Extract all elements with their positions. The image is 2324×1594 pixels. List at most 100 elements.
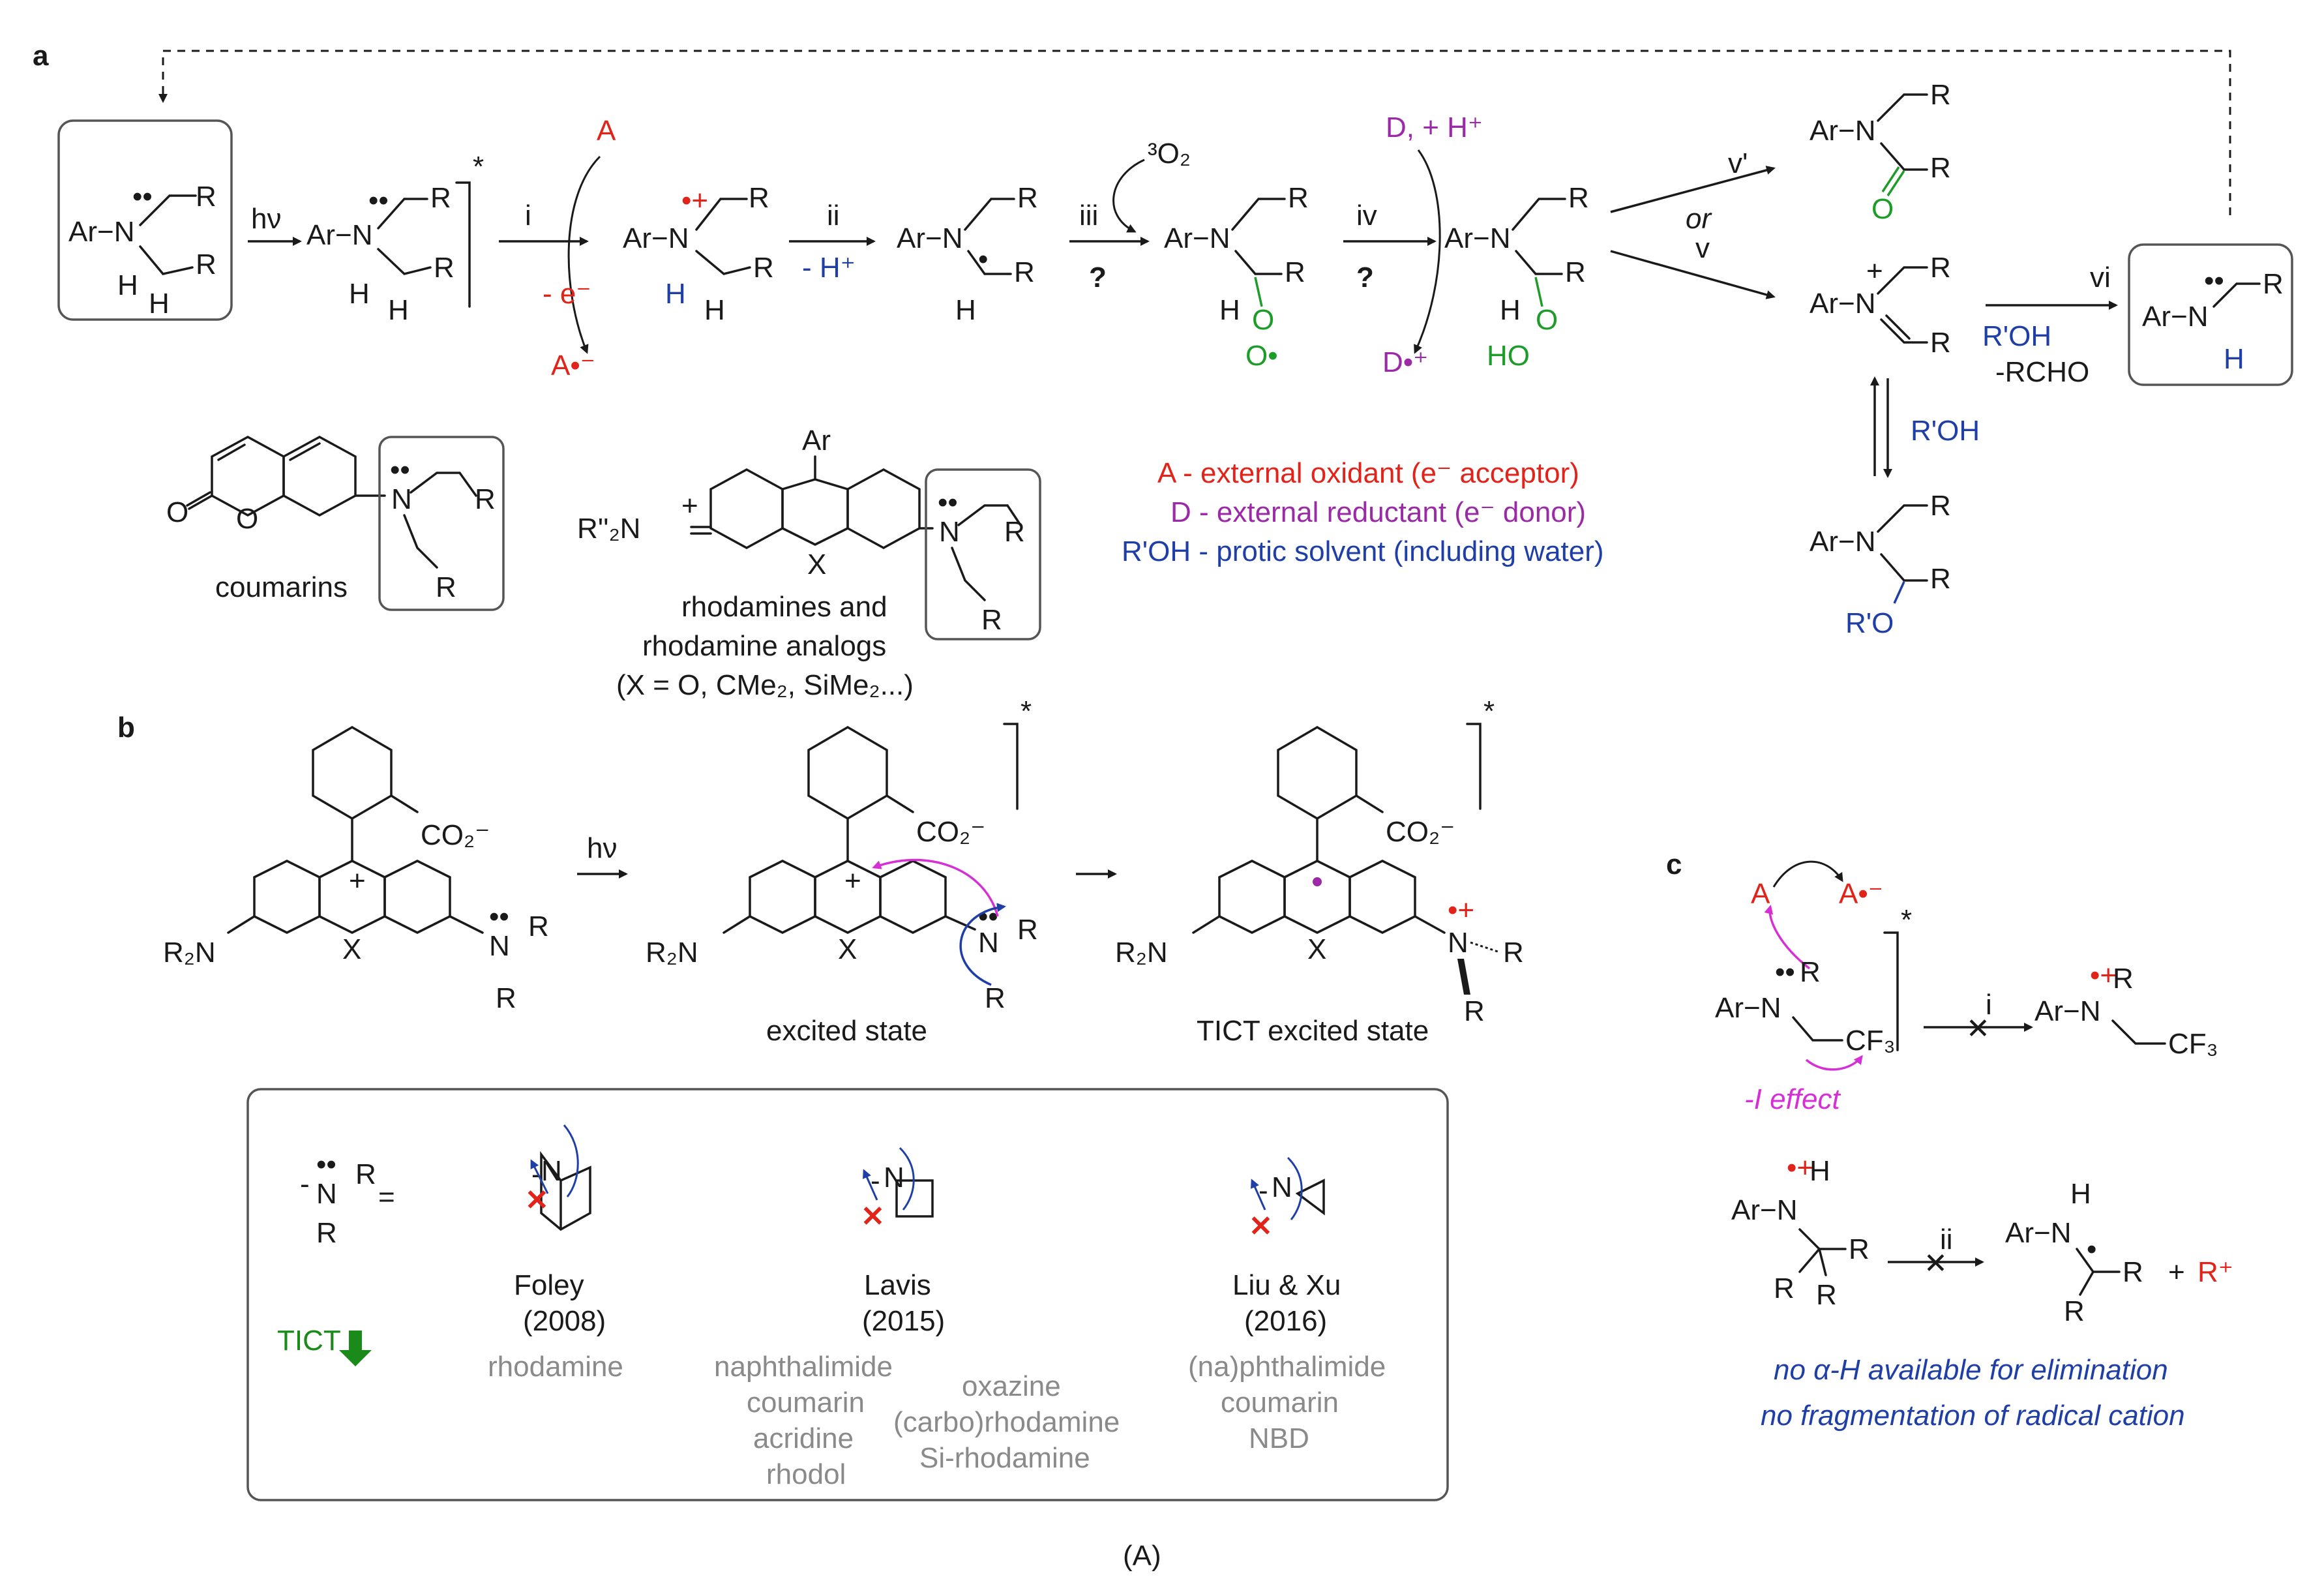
alpha-amino-radical-structure: Ar−N R • R H: [897, 182, 1038, 326]
step-v: v: [1695, 232, 1710, 264]
svg-text:coumarin: coumarin: [747, 1387, 865, 1419]
svg-text:R: R: [985, 982, 1006, 1014]
svg-text:N: N: [1272, 1171, 1292, 1203]
svg-text:H: H: [1810, 1155, 1830, 1187]
svg-text:R: R: [1017, 914, 1038, 946]
liu-xu-group: N - ✕ Liu & Xu (2016) (na)phthalimide co…: [1188, 1156, 1386, 1454]
svg-text:Ar−N: Ar−N: [897, 222, 962, 254]
svg-text:CO₂⁻: CO₂⁻: [916, 816, 985, 848]
svg-text:R: R: [1017, 182, 1038, 214]
svg-text:N: N: [316, 1178, 337, 1210]
step-iv: iv: [1356, 200, 1377, 232]
svg-text:R: R: [2113, 963, 2134, 995]
svg-text:R: R: [1930, 563, 1951, 595]
svg-text:H: H: [1219, 294, 1240, 326]
curved-arrow-reductant: [1414, 149, 1441, 354]
svg-text:R: R: [196, 181, 216, 213]
svg-text:O: O: [1252, 304, 1274, 336]
svg-text:R: R: [1014, 256, 1035, 288]
svg-text:R: R: [1816, 1279, 1837, 1311]
product-amine-box: [2128, 243, 2293, 386]
svg-text:HO: HO: [1487, 340, 1530, 372]
question-mark-iv: ?: [1356, 262, 1374, 293]
svg-text:••: ••: [1775, 956, 1795, 988]
svg-text:H: H: [704, 294, 725, 326]
svg-text:R: R: [1930, 490, 1951, 522]
svg-text:rhodamine: rhodamine: [488, 1351, 623, 1383]
svg-text:Ar−N: Ar−N: [2034, 995, 2100, 1027]
tict-suppression-box: [246, 1088, 1449, 1501]
rhodamine-tict-state: CO₂⁻ X R₂N N •+ R R * TICT excited state: [1115, 695, 1524, 1047]
svg-text:A•⁻: A•⁻: [1839, 878, 1883, 910]
svg-text:*: *: [1901, 904, 1912, 936]
radical-cation-structure: Ar−N •+ R R H H: [623, 182, 774, 326]
svg-text:R: R: [1285, 256, 1305, 288]
svg-text:H: H: [1500, 294, 1521, 326]
svg-text:naphthalimide: naphthalimide: [714, 1351, 893, 1383]
svg-text:N: N: [489, 930, 510, 962]
svg-text:O: O: [236, 503, 258, 535]
svg-text:R: R: [1503, 937, 1524, 969]
svg-text:H: H: [149, 288, 170, 320]
svg-text:✕: ✕: [1924, 1248, 1948, 1280]
svg-text:N: N: [939, 516, 960, 548]
svg-text:X: X: [807, 549, 826, 580]
svg-text:R: R: [2123, 1256, 2143, 1288]
hv-label-a: hν: [251, 203, 281, 235]
svg-text:O•: O•: [1245, 340, 1278, 372]
svg-text:R⁺: R⁺: [2197, 1256, 2233, 1288]
down-arrow-icon: [339, 1331, 372, 1366]
iminium-structure: Ar−N + R R: [1810, 252, 1951, 359]
svg-text:Lavis: Lavis: [864, 1269, 931, 1301]
svg-text:R: R: [1849, 1233, 1870, 1265]
svg-text:✕: ✕: [1249, 1211, 1273, 1242]
svg-text:+: +: [681, 490, 698, 522]
step-ii: ii: [827, 200, 840, 232]
svg-text:Ar−N: Ar−N: [1715, 992, 1781, 1024]
svg-text:-I effect: -I effect: [1744, 1083, 1841, 1115]
svg-text:N: N: [1448, 927, 1468, 959]
note-no-fragmentation: no fragmentation of radical cation: [1761, 1400, 2185, 1432]
svg-text:R₂N: R₂N: [1115, 937, 1168, 969]
svg-text:R: R: [749, 182, 769, 214]
minus-proton: - H⁺: [802, 252, 856, 284]
svg-text:*: *: [473, 151, 484, 183]
svg-text:+: +: [349, 865, 366, 897]
svg-text:R: R: [2263, 268, 2284, 300]
protic-solvent-vi: R'OH: [1982, 320, 2051, 352]
svg-text:-: -: [300, 1168, 310, 1200]
rhodamines-label-3: (X = O, CMe₂, SiMe₂...): [616, 669, 914, 701]
svg-text:+: +: [2168, 1256, 2185, 1288]
svg-text:CO₂⁻: CO₂⁻: [1386, 816, 1455, 848]
svg-text:*: *: [1020, 695, 1032, 727]
svg-text:Ar−N: Ar−N: [1810, 288, 1875, 320]
svg-text:R: R: [355, 1158, 376, 1190]
svg-text:R₂N: R₂N: [163, 937, 216, 969]
legend-oxidant: A - external oxidant (e⁻ acceptor): [1157, 457, 1579, 489]
or-label: or: [1686, 203, 1712, 235]
svg-text:H: H: [388, 294, 409, 326]
svg-text:(2008): (2008): [523, 1305, 606, 1337]
svg-text:••: ••: [132, 181, 153, 213]
svg-text:R: R: [1930, 252, 1951, 284]
svg-text:R₂N: R₂N: [646, 937, 698, 969]
svg-text:R: R: [1288, 182, 1309, 214]
svg-text:rhodol: rhodol: [766, 1458, 846, 1490]
lavis-group: N - ✕ Lavis (2015) naphthalimide coumari…: [714, 1147, 1120, 1490]
triplet-oxygen: ³O₂: [1148, 138, 1191, 170]
svg-text:oxazine: oxazine: [962, 1370, 1061, 1402]
svg-text:*: *: [1483, 695, 1495, 727]
svg-text:R: R: [1774, 1272, 1795, 1304]
svg-text:R: R: [475, 483, 496, 515]
svg-text:••: ••: [938, 487, 958, 519]
step-v-prime: v': [1728, 147, 1748, 179]
svg-text:(na)phthalimide: (na)phthalimide: [1188, 1351, 1386, 1383]
minus-aldehyde: -RCHO: [1995, 356, 2089, 388]
arrow-step-v-prime: [1610, 166, 1776, 213]
rhodamines-label-1: rhodamines and: [681, 591, 887, 623]
hv-label-b: hν: [587, 832, 617, 864]
svg-text:X: X: [1307, 933, 1326, 965]
svg-text:••: ••: [2204, 265, 2224, 297]
svg-text:CO₂⁻: CO₂⁻: [421, 819, 490, 851]
svg-text:CF₃: CF₃: [1845, 1025, 1896, 1057]
